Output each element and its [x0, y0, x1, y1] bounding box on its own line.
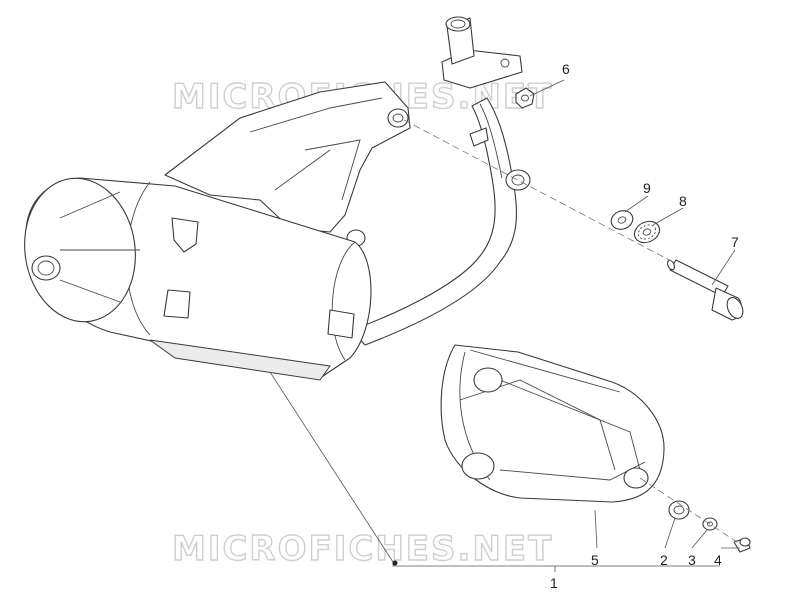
screw-4: [733, 537, 751, 553]
callout-8: 8: [679, 193, 687, 209]
muffler-bracket: [164, 81, 411, 247]
exhaust-header-pipe: [351, 16, 531, 346]
callout-3: 3: [688, 552, 696, 568]
callout-7: 7: [731, 234, 739, 250]
nut-6: [515, 87, 535, 109]
bolt-7: [667, 259, 744, 321]
callout-6: 6: [562, 61, 570, 77]
callout-9: 9: [643, 180, 651, 196]
watermark-bottom: MICROFICHES.NET: [172, 529, 553, 569]
callout-5: 5: [591, 552, 599, 568]
callout-1: 1: [550, 575, 558, 591]
leader-origin-dot: [392, 560, 398, 566]
muffler-body: [24, 177, 372, 381]
bolt-axis-line: [403, 119, 676, 264]
heat-shield: [440, 344, 665, 503]
callout-2: 2: [660, 552, 668, 568]
shield-axis-line: [639, 477, 741, 545]
callout-4: 4: [714, 552, 722, 568]
lock-washer-8: [633, 220, 661, 244]
washer-9: [610, 210, 634, 230]
